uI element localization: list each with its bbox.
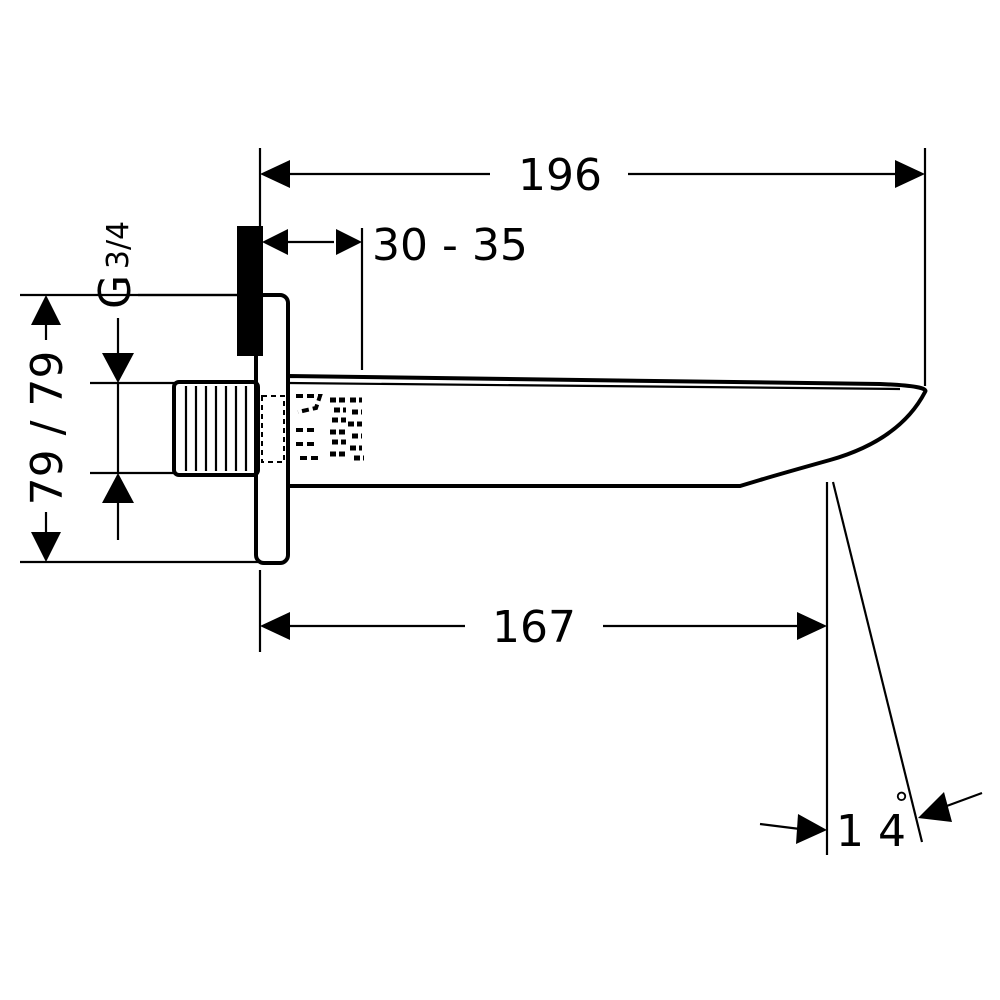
- dimension-vertical-offset: 79 / 79: [22, 295, 73, 562]
- dimension-label-79-79: 79 / 79: [22, 351, 73, 506]
- arrow-left-icon: [260, 160, 290, 188]
- dimension-thread: G 3/4: [90, 221, 240, 540]
- arrow-down-icon: [31, 532, 61, 562]
- arrow-right-icon: [797, 612, 827, 640]
- arrow-left-icon: [260, 612, 290, 640]
- internal-mechanism: [261, 394, 323, 463]
- wall-section: [237, 226, 263, 356]
- degree-symbol: °: [894, 787, 909, 822]
- angle-line: [831, 481, 924, 843]
- dimension-label-167: 167: [492, 602, 576, 653]
- arrow-left-icon: [262, 229, 288, 255]
- arrow-up-icon: [102, 473, 134, 503]
- arrow-right-icon: [895, 160, 925, 188]
- dimension-wall-thickness: 30 - 35: [262, 220, 528, 271]
- spout-body: [286, 373, 928, 488]
- thread-label-g: G: [90, 275, 141, 309]
- spout-top-edge: [287, 381, 901, 391]
- dimension-label-196: 196: [518, 150, 602, 201]
- arrow-left-icon: [918, 792, 952, 822]
- dimension-167: 167: [260, 602, 827, 653]
- brand-logo-mark: [330, 397, 364, 461]
- arrow-right-icon: [796, 814, 827, 844]
- dimension-label-30-35: 30 - 35: [372, 220, 528, 271]
- dimension-angle: 1 4 °: [759, 787, 983, 857]
- arrow-right-icon: [336, 229, 362, 255]
- thread-connector: [172, 380, 260, 477]
- arrow-up-icon: [31, 295, 61, 325]
- dimension-196: 196: [260, 150, 925, 201]
- thread-label-size: 3/4: [101, 221, 136, 269]
- dimension-label-angle: 1 4: [836, 806, 906, 857]
- arrow-down-icon: [102, 353, 134, 383]
